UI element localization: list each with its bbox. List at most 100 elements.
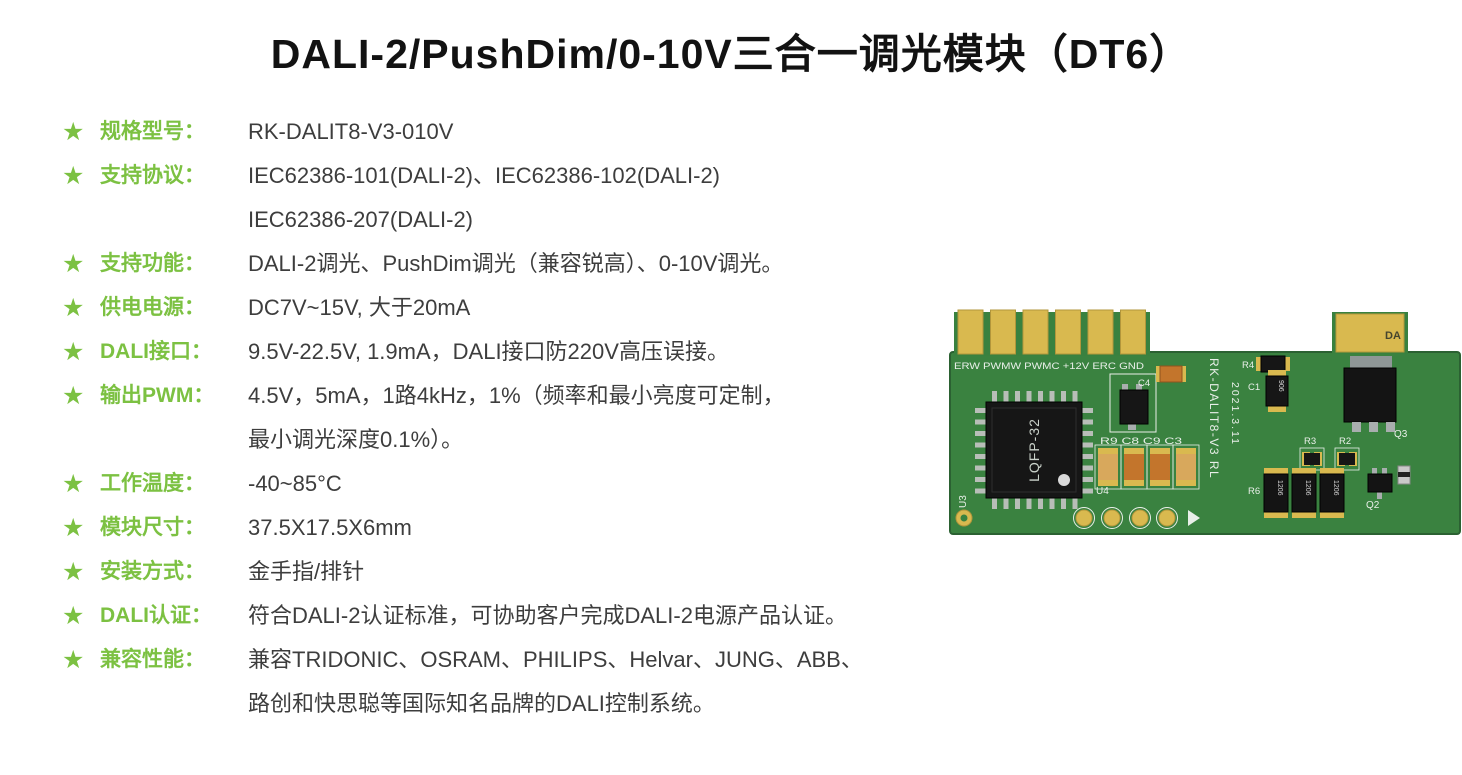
spec-value-line: 4.5V，5mA，1路4kHz，1%（频率和最小亮度可定制， <box>248 383 785 408</box>
spec-value: -40~85°C <box>248 462 342 506</box>
spec-label: 模块尺寸： <box>100 516 205 539</box>
spec-value-line: IEC62386-101(DALI-2)、IEC62386-102(DALI-2… <box>248 163 721 188</box>
star-icon: ★ <box>62 470 85 498</box>
spec-row-protocol: ★ 支持协议： IEC62386-101(DALI-2)、IEC62386-10… <box>62 154 952 242</box>
spec-row-power: ★ 供电电源： DC7V~15V, 大于20mA <box>62 286 952 330</box>
star-icon: ★ <box>62 646 85 674</box>
pcb-ref-q3: Q3 <box>1394 429 1408 440</box>
pcb-ref-u4: U4 <box>1096 486 1109 497</box>
star-icon: ★ <box>62 162 85 190</box>
spec-value: 金手指/排针 <box>248 550 364 594</box>
spec-value-line: 最小调光深度0.1%）。 <box>248 427 464 452</box>
spec-value-line: 符合DALI-2认证标准，可协助客户完成DALI-2电源产品认证。 <box>248 603 847 628</box>
spec-label: 供电电源： <box>100 296 205 319</box>
pcb-cap-row-labels: R9 C8 C9 C3 <box>1100 436 1182 447</box>
pcb-ref-c4: C4 <box>1138 378 1150 389</box>
spec-row-mounting: ★ 安装方式： 金手指/排针 <box>62 550 952 594</box>
pcb-ref-r4: R4 <box>1242 360 1254 371</box>
spec-row-model: ★ 规格型号： RK-DALIT8-V3-010V <box>62 110 952 154</box>
q3-transistor <box>1343 356 1397 432</box>
bottom-pads <box>1073 507 1200 529</box>
spec-value-line: DALI-2调光、PushDim调光（兼容锐高）、0-10V调光。 <box>248 251 784 276</box>
spec-label: 支持功能： <box>100 252 205 275</box>
gold-pad-right <box>1335 313 1405 353</box>
spec-label: 工作温度： <box>100 472 205 495</box>
spec-value-line: -40~85°C <box>248 471 342 496</box>
star-icon: ★ <box>62 558 85 586</box>
pcb-board-name: RK-DALIT8-V3 RL <box>1207 358 1221 479</box>
r2-component <box>1339 453 1355 465</box>
spec-label: 输出PWM： <box>100 384 215 407</box>
pcb-board-date: 2021.3.11 <box>1229 382 1241 446</box>
star-icon: ★ <box>62 118 85 146</box>
qfp-bevel <box>991 407 1077 493</box>
qfp-pin1-dot <box>1058 474 1070 486</box>
spec-value: DC7V~15V, 大于20mA <box>248 286 470 330</box>
spec-value: 兼容TRIDONIC、OSRAM、PHILIPS、Helvar、JUNG、ABB… <box>248 638 863 726</box>
power-resistors: 1206 1206 1206 <box>1263 468 1345 518</box>
spec-value: 符合DALI-2认证标准，可协助客户完成DALI-2电源产品认证。 <box>248 594 847 638</box>
spec-value: IEC62386-101(DALI-2)、IEC62386-102(DALI-2… <box>248 154 720 242</box>
spec-row-temperature: ★ 工作温度： -40~85°C <box>62 462 952 506</box>
c1-component <box>1265 375 1289 407</box>
page-title: DALI-2/PushDim/0-10V三合一调光模块（DT6） <box>270 31 1192 77</box>
resistor-marking: 1206 <box>1304 480 1311 496</box>
qfp-chip: LQFP-32 <box>975 391 1093 509</box>
q2-transistor <box>1367 473 1393 493</box>
r4-component <box>1260 355 1286 373</box>
spec-row-functions: ★ 支持功能： DALI-2调光、PushDim调光（兼容锐高）、0-10V调光… <box>62 242 952 286</box>
spec-row-compatibility: ★ 兼容性能： 兼容TRIDONIC、OSRAM、PHILIPS、Helvar、… <box>62 638 952 726</box>
pcb-ref-r6: R6 <box>1248 486 1260 497</box>
resistor-marking: 1206 <box>1332 480 1339 496</box>
pcb-ref-r3: R3 <box>1304 436 1316 447</box>
spec-label: DALI接口： <box>100 340 212 363</box>
star-icon: ★ <box>62 338 85 366</box>
capacitor-row <box>1094 444 1200 490</box>
pcb-ref-c1: C1 <box>1248 382 1260 393</box>
spec-value: 9.5V-22.5V, 1.9mA，DALI接口防220V高压误接。 <box>248 330 729 374</box>
spec-value-line: 金手指/排针 <box>248 559 365 584</box>
spec-label: DALI认证： <box>100 604 212 627</box>
spec-row-dali-interface: ★ DALI接口： 9.5V-22.5V, 1.9mA，DALI接口防220V高… <box>62 330 952 374</box>
gold-finger-pads <box>957 309 1146 355</box>
spec-value: RK-DALIT8-V3-010V <box>248 110 453 154</box>
spec-row-pwm-output: ★ 输出PWM： 4.5V，5mA，1路4kHz，1%（频率和最小亮度可定制， … <box>62 374 952 462</box>
spec-value-line: 路创和快思聪等国际知名品牌的DALI控制系统。 <box>248 691 715 716</box>
spec-value: 4.5V，5mA，1路4kHz，1%（频率和最小亮度可定制， 最小调光深度0.1… <box>248 374 785 462</box>
qfp-chip-label: LQFP-32 <box>1026 418 1042 482</box>
spec-value: 37.5X17.5X6mm <box>248 506 412 550</box>
c4-area: C4 <box>1109 365 1186 433</box>
resistor-marking: 1206 <box>1276 480 1283 496</box>
pcb-image: DA ERW PWMW PWMC +12V ERC GND LQFP-32 U3… <box>949 309 1461 535</box>
pcb-ref-u3: U3 <box>958 495 969 508</box>
spec-label: 兼容性能： <box>100 648 205 671</box>
spec-value-line: DC7V~15V, 大于20mA <box>248 295 471 320</box>
star-icon: ★ <box>62 602 85 630</box>
pcb-left-tab <box>954 312 1150 356</box>
spec-label: 规格型号： <box>100 120 205 143</box>
c1-marking: 906 <box>1277 380 1284 392</box>
pcb-ref-q2: Q2 <box>1366 500 1380 511</box>
spec-list: ★ 规格型号： RK-DALIT8-V3-010V ★ 支持协议： IEC623… <box>62 110 952 726</box>
spec-label: 支持协议： <box>100 164 205 187</box>
pcb-corner-label: DA <box>1385 330 1401 342</box>
star-icon: ★ <box>62 294 85 322</box>
spec-value-line: RK-DALIT8-V3-010V <box>248 119 454 144</box>
spec-value: DALI-2调光、PushDim调光（兼容锐高）、0-10V调光。 <box>248 242 783 286</box>
spec-value-line: 兼容TRIDONIC、OSRAM、PHILIPS、Helvar、JUNG、ABB… <box>248 647 863 672</box>
c4-silk-outline <box>1109 373 1157 433</box>
pcb-pin-labels: ERW PWMW PWMC +12V ERC GND <box>954 361 1145 371</box>
orange-capacitor <box>1159 365 1183 383</box>
spec-label: 安装方式： <box>100 560 205 583</box>
spec-value-line: IEC62386-207(DALI-2) <box>248 207 474 232</box>
spec-value-line: 9.5V-22.5V, 1.9mA，DALI接口防220V高压误接。 <box>248 339 729 364</box>
spec-row-certification: ★ DALI认证： 符合DALI-2认证标准，可协助客户完成DALI-2电源产品… <box>62 594 952 638</box>
star-icon: ★ <box>62 514 85 542</box>
pcb-photo: DA ERW PWMW PWMC +12V ERC GND LQFP-32 U3… <box>948 306 1462 536</box>
star-icon: ★ <box>62 382 85 410</box>
r3-component <box>1304 453 1320 465</box>
qfp-pins <box>975 391 1093 509</box>
spec-row-dimensions: ★ 模块尺寸： 37.5X17.5X6mm <box>62 506 952 550</box>
silkscreen-triangle-marker <box>1188 510 1200 526</box>
spec-value-line: 37.5X17.5X6mm <box>248 515 412 540</box>
